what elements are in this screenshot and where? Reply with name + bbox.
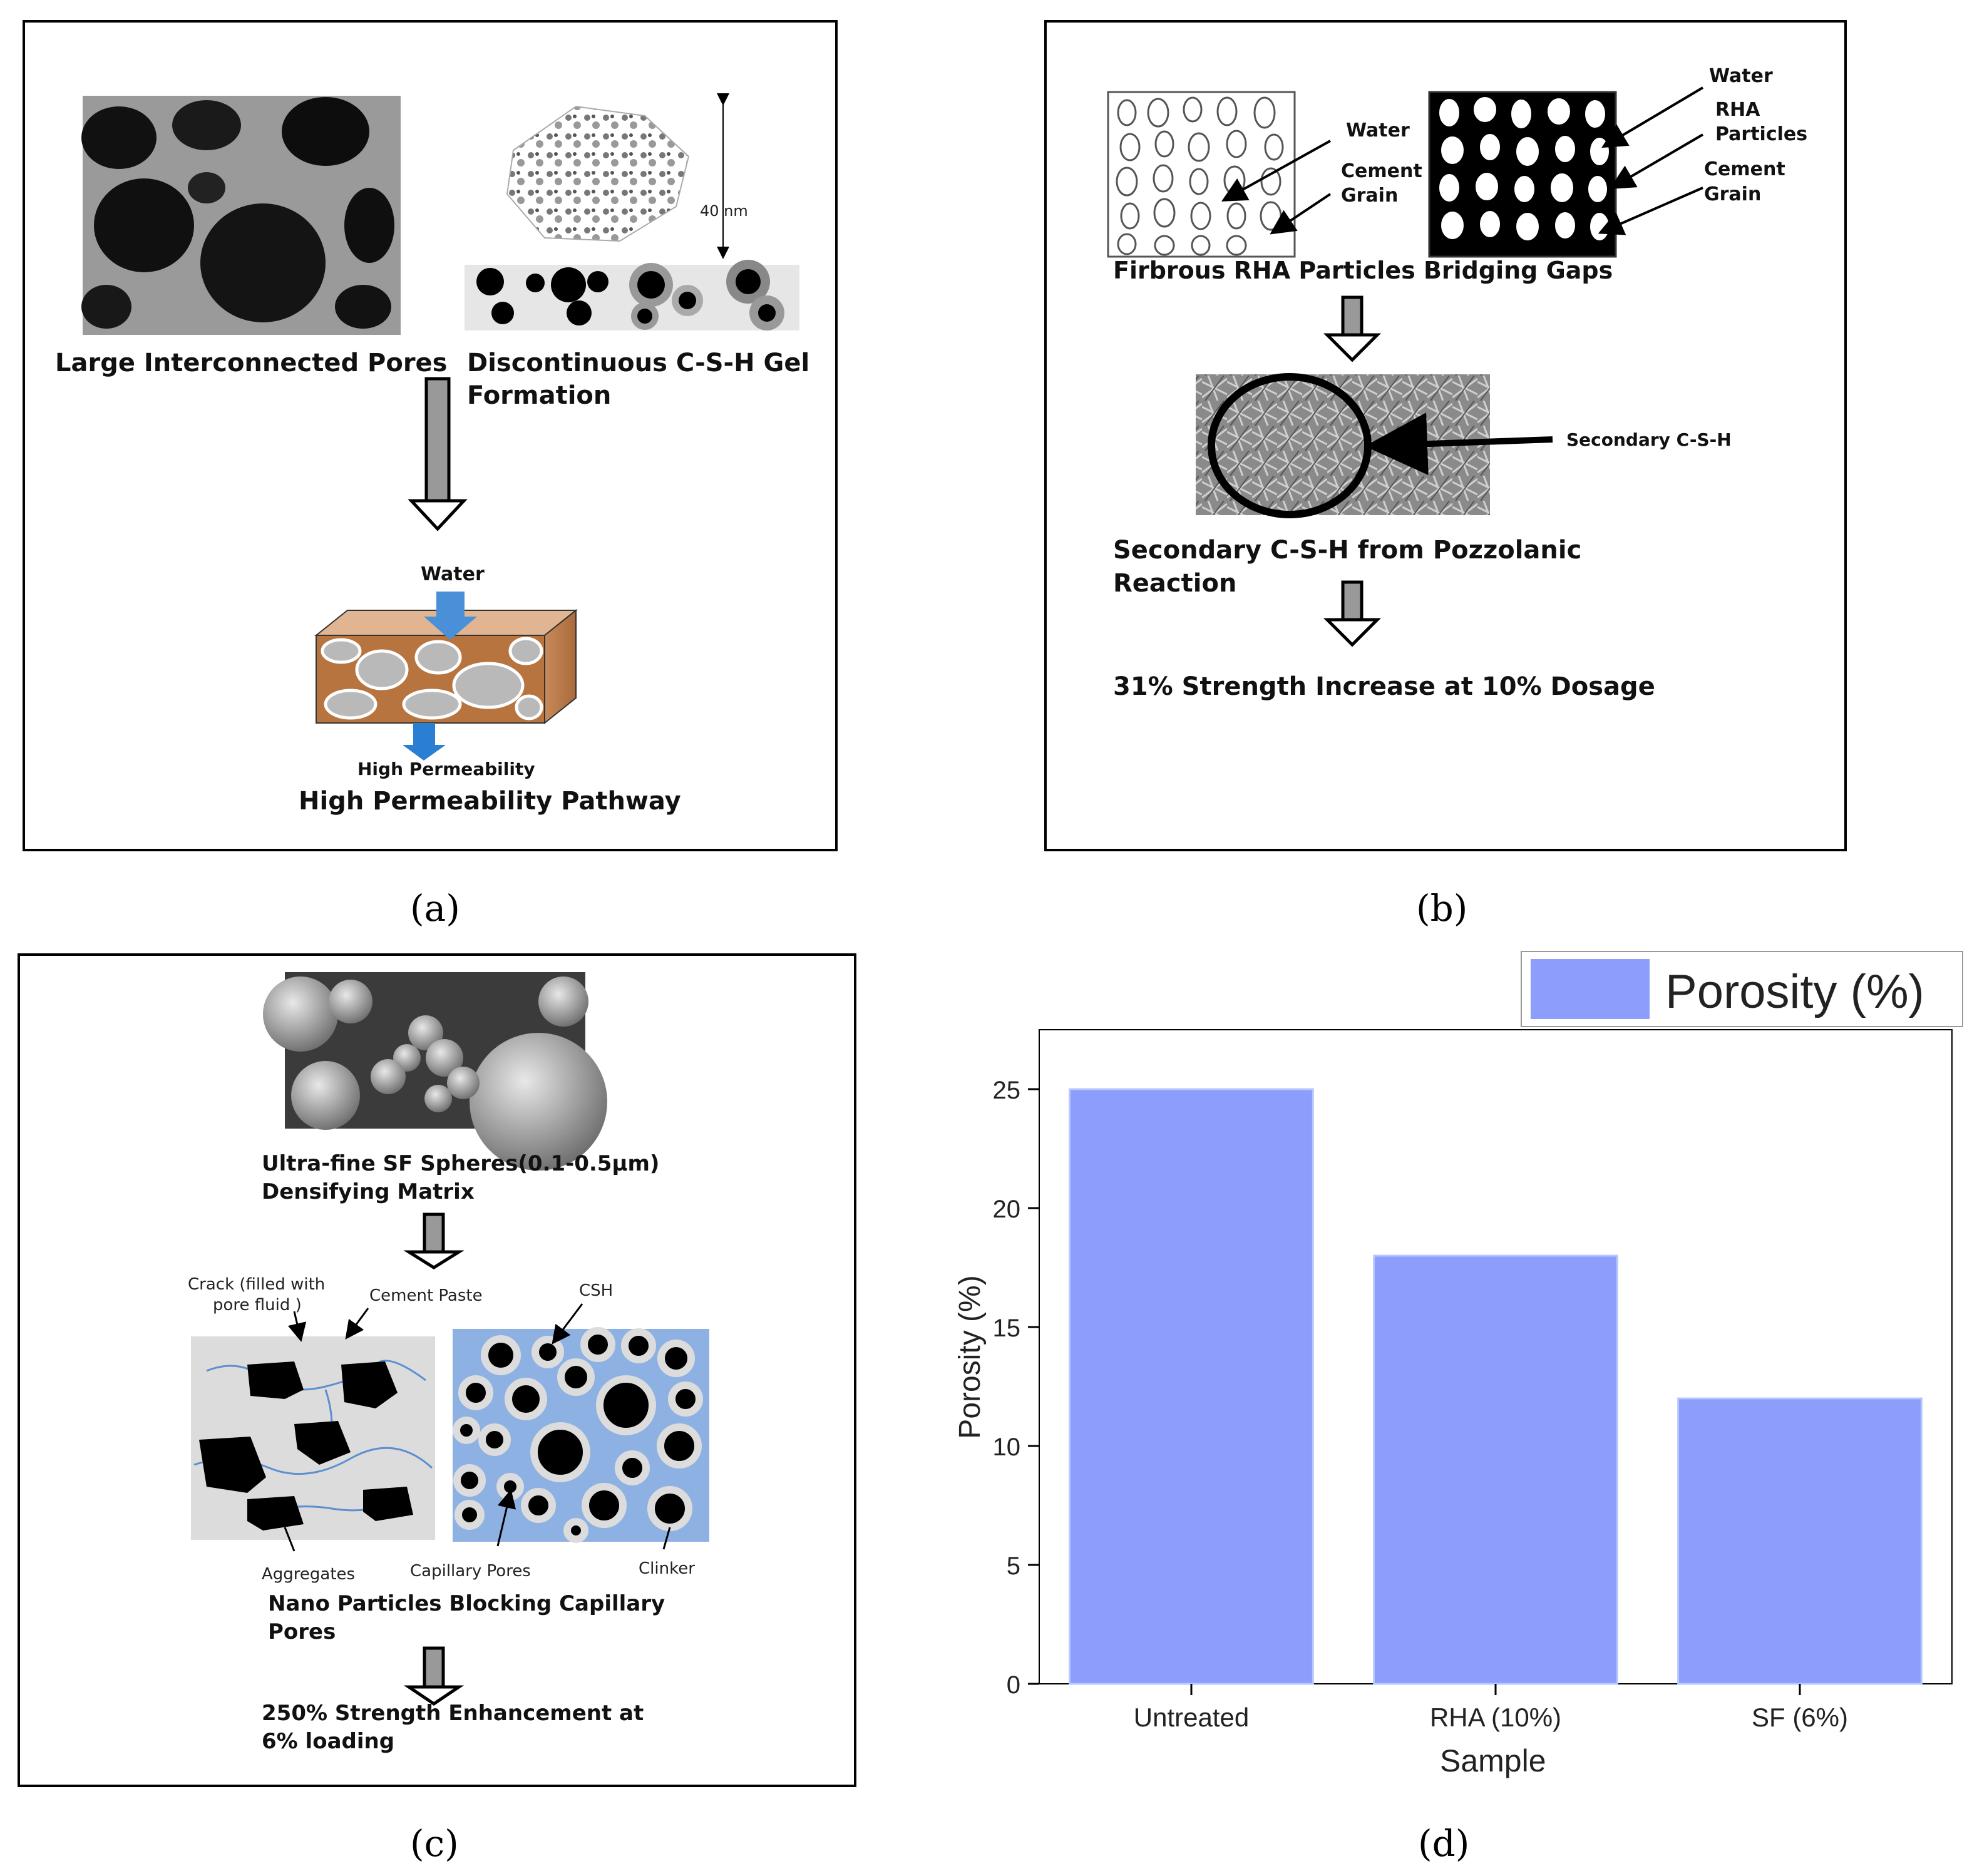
bar [1069,1088,1314,1685]
sf-label-line2: Densifying Matrix [262,1179,475,1204]
secondary-csh-tag: Secondary C-S-H [1566,429,1732,450]
y-axis: 0 5 10 15 20 25 [993,1077,1039,1699]
panel-b: Water Cement Grain Water RHA Particles C… [1044,20,1847,851]
bar-series [1069,1088,1923,1685]
y-tick-label: 5 [1007,1552,1020,1580]
capillary-label: Capillary Pores [410,1562,531,1581]
y-tick-label: 0 [1007,1671,1020,1699]
sf-label-line1: Ultra-fine SF Spheres(0.1-0.5µm) [262,1151,659,1176]
x-tick-label: RHA (10%) [1430,1703,1561,1732]
strength-label-c-line2: 6% loading [262,1729,394,1754]
rha-label-a: RHA [1715,99,1760,121]
x-axis-title: Sample [1440,1743,1546,1778]
down-arrow-b2 [1323,580,1382,647]
panel-c: Ultra-fine SF Spheres(0.1-0.5µm) Densify… [18,953,856,1787]
cement-label-b2a: Cement [1704,158,1785,180]
x-axis: Untreated RHA (10%) SF (6%) [1134,1684,1848,1732]
high-permeability-small: High Permeability [357,759,535,779]
nano-label-line2: Pores [268,1619,336,1644]
pores-sem-image [81,96,401,335]
water-label-b1: Water [1346,120,1410,141]
secondary-csh-sem-image [1196,373,1553,518]
gel-growth-strip-image [465,260,799,331]
cracked-paste-diagram [191,1308,435,1552]
x-tick-label: SF (6%) [1752,1703,1848,1732]
cement-grain-diagram [1107,91,1332,258]
legend-entry: Porosity (%) [1665,965,1924,1018]
caption-c: (c) [410,1822,459,1865]
clinker-label: Clinker [639,1559,695,1578]
gel-label-line2: Formation [467,381,611,410]
caption-d: (d) [1418,1822,1469,1865]
crack-label-line2: pore fluid ) [213,1296,302,1315]
cement-paste-label: Cement Paste [369,1286,483,1305]
caption-a: (a) [410,887,460,930]
down-arrow-a [408,377,468,531]
pores-label: Large Interconnected Pores [55,349,447,377]
aggregates-label: Aggregates [262,1565,355,1584]
silica-fume-sem-image [263,972,607,1171]
cement-label-b1a: Cement [1341,160,1422,182]
porosity-bar-chart: Porosity (%) 0 5 10 15 20 25 Untreated RHA (10… [953,951,1963,1778]
blocked-pores-diagram [453,1303,709,1550]
panel-a: 40 nm Large Interconnected Pores Discont… [23,20,838,851]
cement-label-b1b: Grain [1341,185,1398,207]
strength-label-b: 31% Strength Increase at 10% Dosage [1113,672,1655,701]
pathway-label: High Permeability Pathway [299,787,681,816]
down-arrow-c1 [403,1212,465,1269]
crack-label-line1: Crack (filled with [188,1275,325,1294]
rha-label-b: Particles [1715,123,1807,145]
rha-particle-diagram [1428,86,1704,258]
permeability-block-image [314,592,578,761]
down-arrow-b1 [1323,295,1382,362]
y-tick-label: 25 [993,1077,1021,1104]
water-label-b2: Water [1709,65,1773,87]
gel-label-line1: Discontinuous C-S-H Gel [467,349,809,377]
secondary-label-line2: Reaction [1113,569,1236,598]
bridging-label: Firbrous RHA Particles Bridging Gaps [1113,257,1613,284]
bar [1373,1254,1618,1685]
cement-label-b2b: Grain [1704,183,1761,205]
y-tick-label: 15 [993,1315,1021,1342]
csh-gel-cluster-image: 40 nm [506,93,748,259]
y-axis-title: Porosity (%) [953,1275,987,1438]
nano-label-line1: Nano Particles Blocking Capillary [268,1591,665,1616]
secondary-label-line1: Secondary C-S-H from Pozzolanic [1113,536,1581,565]
scale-bar-label: 40 nm [700,202,748,220]
x-tick-label: Untreated [1134,1703,1249,1732]
y-tick-label: 20 [993,1196,1021,1223]
caption-b: (b) [1416,887,1467,930]
legend-swatch [1531,959,1650,1019]
strength-label-c-line1: 250% Strength Enhancement at [262,1701,644,1726]
bar [1677,1397,1923,1685]
y-tick-label: 10 [993,1433,1021,1461]
water-label-a: Water [421,563,485,585]
down-arrow-c2 [403,1646,465,1706]
csh-label: CSH [579,1281,613,1300]
